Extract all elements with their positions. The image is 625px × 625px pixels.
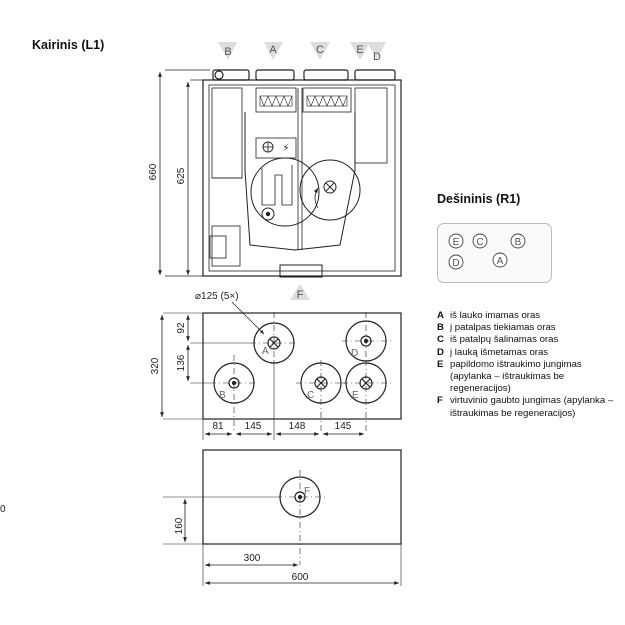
r1-port-panel: E C B D A [437, 223, 552, 283]
port-label-b-top: B [224, 46, 231, 58]
dim-front-145a: 145 [245, 421, 262, 432]
r1-port-a: A [497, 256, 504, 267]
front-port-e [345, 362, 387, 404]
front-view [160, 301, 402, 440]
bottom-port-f [279, 476, 321, 518]
front-label-e: E [352, 390, 359, 401]
front-label-d: D [351, 348, 358, 359]
front-label-a: A [262, 346, 269, 357]
top-port-markers [218, 42, 386, 60]
dim-front-145b: 145 [335, 421, 352, 432]
diameter-note: ⌀125 (5×) [195, 291, 239, 302]
top-view-housing [202, 79, 402, 277]
top-view: B A C E D [158, 42, 402, 301]
r1-port-d: D [452, 258, 459, 269]
bottom-view [163, 449, 402, 586]
r1-port-e: E [453, 237, 460, 248]
r1-port-b: B [515, 237, 522, 248]
front-view-housing [202, 312, 402, 420]
side-mark: 0 [0, 504, 6, 515]
dim-top-625: 625 [176, 167, 187, 184]
front-label-b: B [219, 390, 226, 401]
port-label-d-top: D [373, 51, 381, 63]
front-port-c [300, 362, 342, 404]
port-label-a-top: A [269, 44, 277, 56]
dim-top-660: 660 [148, 163, 159, 180]
left-variant-title: Kairinis (L1) [32, 38, 105, 52]
dim-bottom-600: 600 [292, 572, 309, 583]
dim-front-81: 81 [212, 421, 224, 432]
right-variant-title: Dešininis (R1) [437, 192, 521, 206]
r1-port-c: C [476, 237, 483, 248]
front-label-c: C [307, 390, 314, 401]
port-label-f-top: F [297, 289, 304, 301]
dim-front-136: 136 [176, 354, 187, 371]
bottom-label-f: F [304, 486, 310, 497]
front-port-d [345, 320, 387, 362]
port-label-e-top: E [356, 44, 363, 56]
front-port-b [213, 362, 255, 404]
dim-bottom-160: 160 [174, 517, 185, 534]
dim-bottom-300: 300 [244, 553, 261, 564]
port-label-c-top: C [316, 44, 324, 56]
dim-front-320: 320 [150, 357, 161, 374]
dim-front-92: 92 [176, 322, 187, 334]
dim-front-148: 148 [289, 421, 306, 432]
svg-text:⚡: ⚡ [282, 143, 289, 154]
